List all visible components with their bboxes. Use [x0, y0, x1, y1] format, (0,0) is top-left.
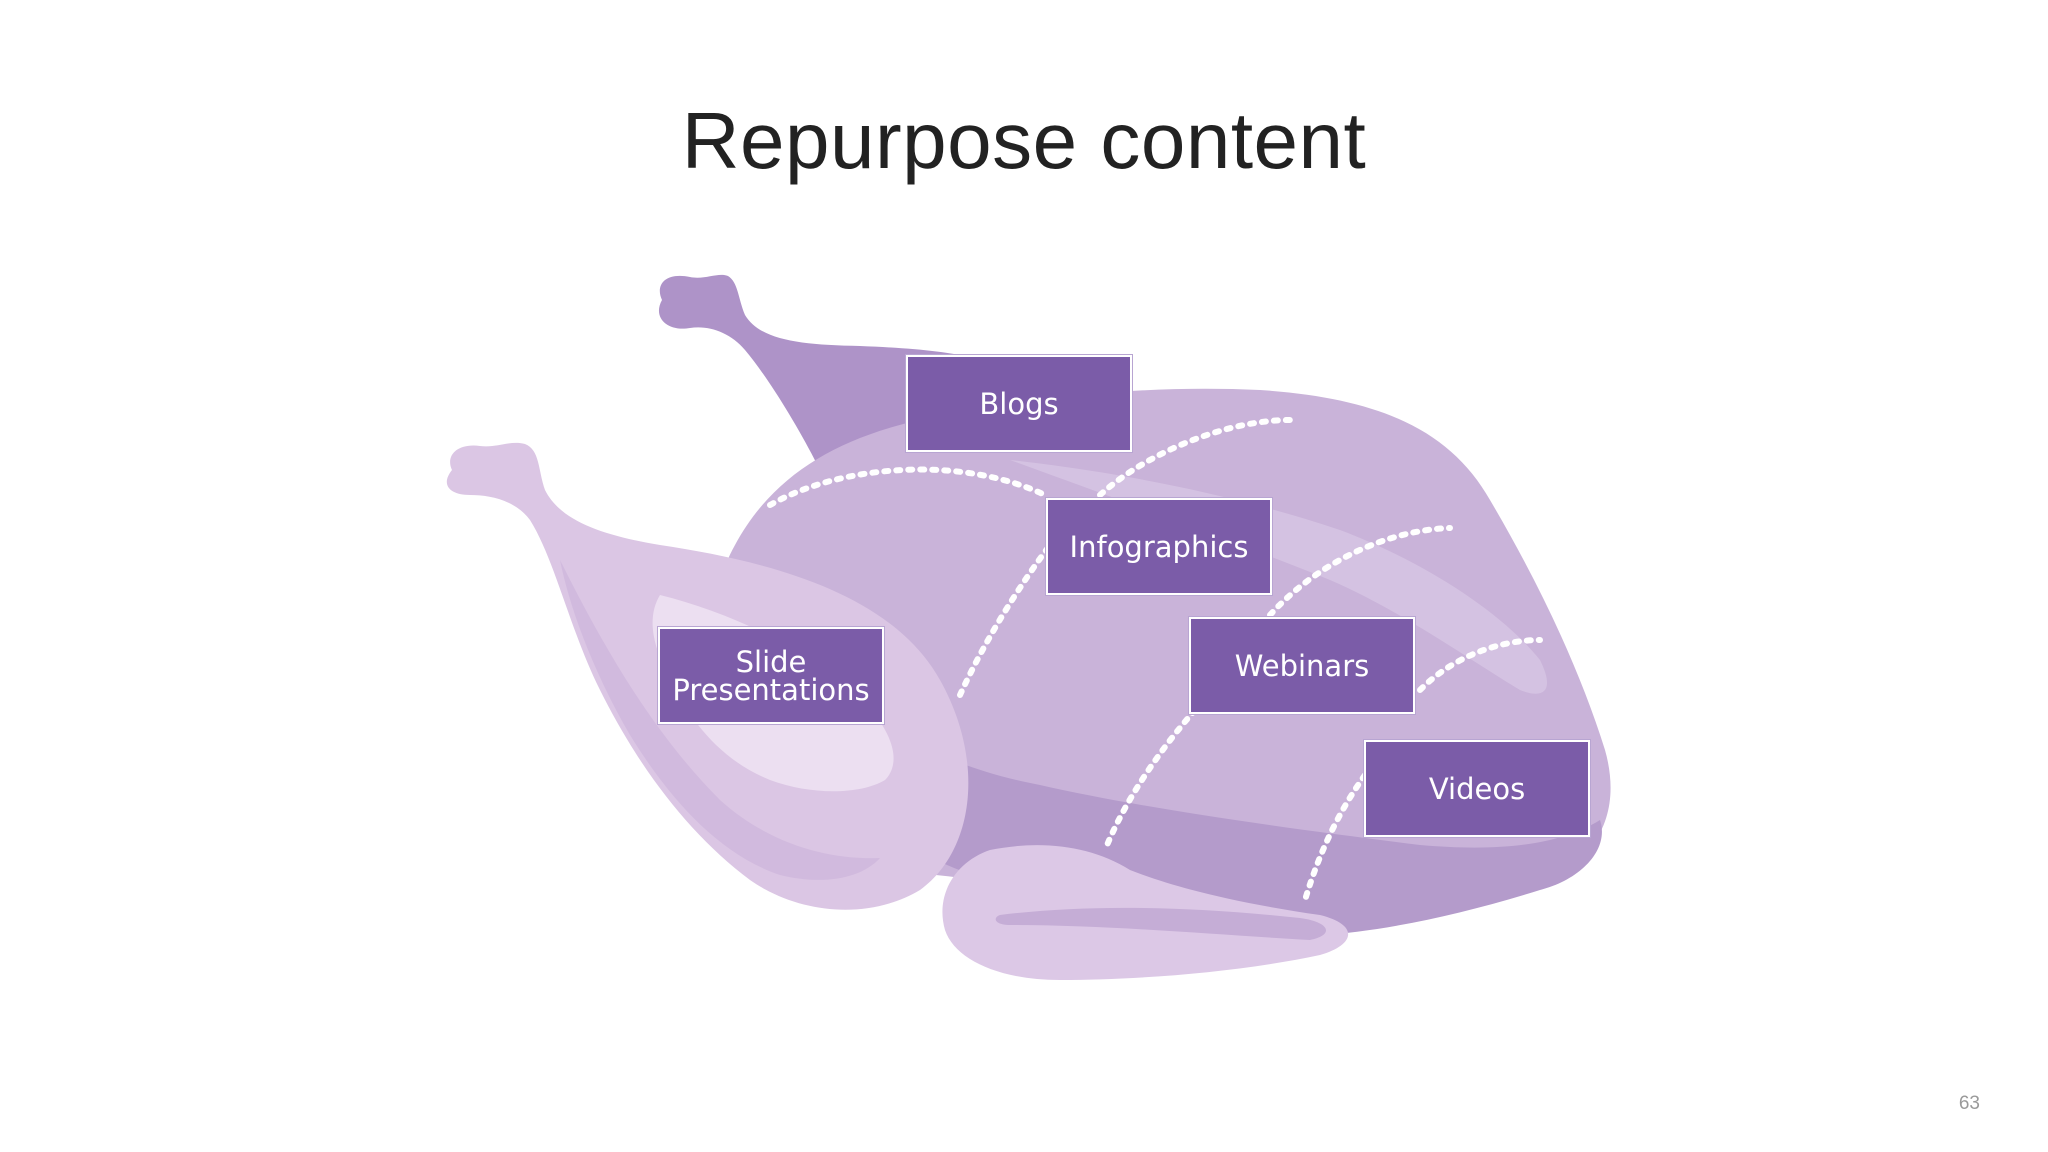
webinars-label-box: Webinars	[1189, 617, 1415, 714]
videos-label-box: Videos	[1364, 740, 1590, 837]
cut-line-center-down	[1102, 707, 1198, 853]
cut-line-right-down	[1302, 772, 1368, 903]
blogs-label-box: Blogs	[906, 355, 1132, 452]
cut-line-low-right	[1417, 637, 1543, 693]
page-number: 63	[1958, 1093, 1980, 1114]
drumstick-shadow	[560, 560, 880, 880]
cut-line-upper-right	[1097, 417, 1293, 498]
body-highlight	[1010, 460, 1548, 694]
cut-line-mid-right	[1267, 525, 1453, 618]
infographics-label-box: Infographics	[1046, 498, 1272, 595]
cut-line-left-arc	[957, 542, 1053, 698]
cut-lines	[767, 417, 1543, 903]
slide-presentations-label-box: Slide Presentations	[658, 627, 884, 724]
cut-line-top	[767, 466, 1048, 508]
slide-title: Repurpose content	[681, 96, 1367, 185]
wing-shadow	[995, 907, 1327, 940]
